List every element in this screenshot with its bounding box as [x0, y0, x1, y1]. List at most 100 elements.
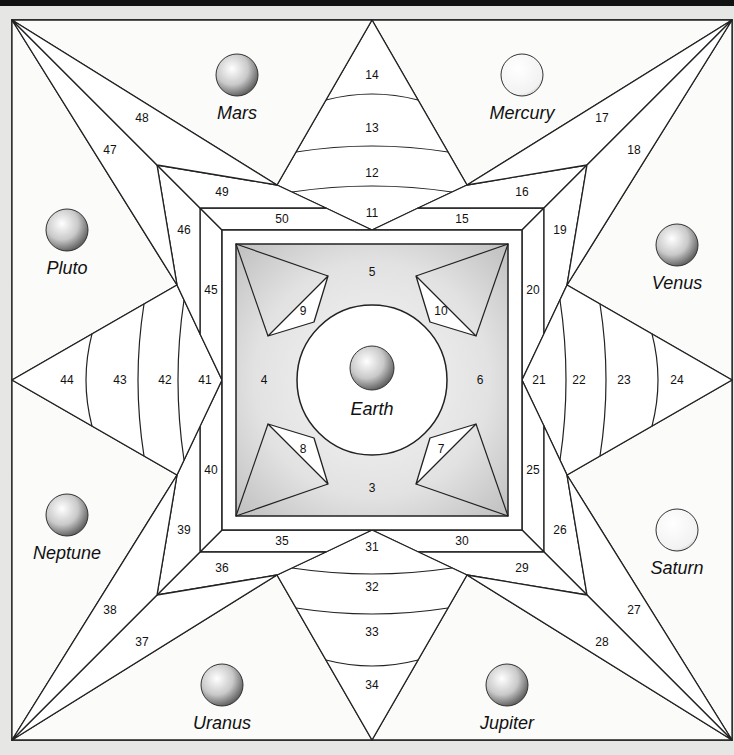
- callout-number: 9: [300, 305, 307, 317]
- band-divider: [86, 334, 92, 426]
- inner-ground: [236, 244, 508, 516]
- outer-frame: [12, 20, 732, 740]
- planet-sphere: [46, 209, 88, 251]
- callout-number: 38: [103, 604, 116, 616]
- callout-number: 32: [365, 581, 378, 593]
- callout-number: 42: [158, 374, 171, 386]
- callout-number: 14: [365, 69, 378, 81]
- wedge-line: [236, 244, 328, 276]
- wedge-line: [236, 484, 328, 516]
- callout-number: 39: [177, 524, 190, 536]
- callout-number: 45: [204, 284, 217, 296]
- band-divider: [600, 304, 606, 456]
- callout-number: 10: [434, 305, 447, 317]
- wedge-line: [416, 484, 508, 516]
- callout-number: 19: [553, 224, 566, 236]
- band-divider: [296, 608, 448, 614]
- callout-number: 43: [113, 374, 126, 386]
- wedge-line: [416, 244, 508, 276]
- callout-number: 49: [215, 186, 228, 198]
- callout-number: 28: [595, 636, 608, 648]
- arm-band: [12, 475, 177, 740]
- callout-number: 25: [526, 464, 539, 476]
- callout-number: 48: [135, 112, 148, 124]
- planet-name: Venus: [652, 274, 702, 292]
- callout-number: 44: [60, 374, 73, 386]
- arm-band: [567, 20, 732, 285]
- callout-number: 12: [365, 167, 378, 179]
- callout-number: 24: [670, 374, 683, 386]
- callout-number: 17: [595, 112, 608, 124]
- planet-sphere: [656, 224, 698, 266]
- callout-number: 11: [366, 207, 378, 219]
- planet-sphere: [201, 664, 243, 706]
- callout-number: 18: [627, 144, 640, 156]
- circle-outline: [297, 305, 447, 455]
- callout-number: 13: [365, 122, 378, 134]
- wedge-line: [476, 244, 508, 336]
- arm-band: [200, 530, 372, 552]
- wedge-line: [236, 244, 268, 336]
- callout-number: 15: [455, 213, 468, 225]
- arm-band: [522, 380, 544, 552]
- planet-sphere: [501, 54, 543, 96]
- wedge-line: [236, 424, 268, 516]
- callout-number: 21: [532, 374, 545, 386]
- band-divider: [326, 94, 418, 100]
- callout-number: 37: [135, 636, 148, 648]
- callout-number: 3: [369, 482, 376, 494]
- planet-name: Uranus: [193, 714, 251, 732]
- planet-sphere: [656, 509, 698, 551]
- band-divider: [652, 334, 658, 426]
- planet-sphere: [350, 346, 394, 390]
- callout-number: 35: [275, 535, 288, 547]
- band-divider: [292, 186, 452, 192]
- callout-number: 33: [365, 626, 378, 638]
- callout-number: 34: [365, 679, 378, 691]
- planet-sphere: [46, 494, 88, 536]
- callout-number: 4: [261, 374, 268, 386]
- callout-number: 27: [627, 604, 640, 616]
- callout-number: 41: [198, 374, 211, 386]
- planet-name: Neptune: [33, 544, 101, 562]
- callout-number: 50: [275, 213, 288, 225]
- callout-number: 16: [515, 186, 528, 198]
- planet-name: Jupiter: [480, 714, 534, 732]
- callout-number: 8: [300, 443, 307, 455]
- band-divider: [560, 300, 566, 460]
- planet-name: Saturn: [650, 559, 703, 577]
- callout-number: 40: [204, 464, 217, 476]
- callout-number: 5: [369, 266, 376, 278]
- callout-number: 46: [177, 224, 190, 236]
- callout-number: 26: [553, 524, 566, 536]
- callout-number: 29: [515, 562, 528, 574]
- planet-sphere: [216, 54, 258, 96]
- top-strip: [0, 0, 734, 6]
- planet-sphere: [486, 664, 528, 706]
- planet-name: Earth: [296, 400, 448, 418]
- callout-number: 6: [477, 374, 484, 386]
- arm-band: [467, 575, 732, 740]
- callout-number: 23: [617, 374, 630, 386]
- arm-band: [12, 20, 277, 185]
- band-divider: [326, 660, 418, 666]
- callout-number: 47: [103, 144, 116, 156]
- circle-outline: [296, 304, 448, 456]
- arm-band: [200, 208, 222, 380]
- band-divider: [178, 300, 184, 460]
- callout-number: 36: [215, 562, 228, 574]
- callout-number: 22: [572, 374, 585, 386]
- planet-name: Mercury: [489, 104, 554, 122]
- callout-number: 30: [455, 535, 468, 547]
- band-divider: [292, 568, 452, 574]
- wedge-line: [476, 424, 508, 516]
- callout-number: 31: [365, 541, 378, 553]
- arm-band: [200, 208, 372, 230]
- inner-frame: [222, 230, 522, 530]
- planet-name: Mars: [217, 104, 257, 122]
- callout-number: 20: [526, 284, 539, 296]
- callout-number: 7: [438, 443, 445, 455]
- band-divider: [296, 146, 448, 152]
- arm-band: [372, 208, 544, 230]
